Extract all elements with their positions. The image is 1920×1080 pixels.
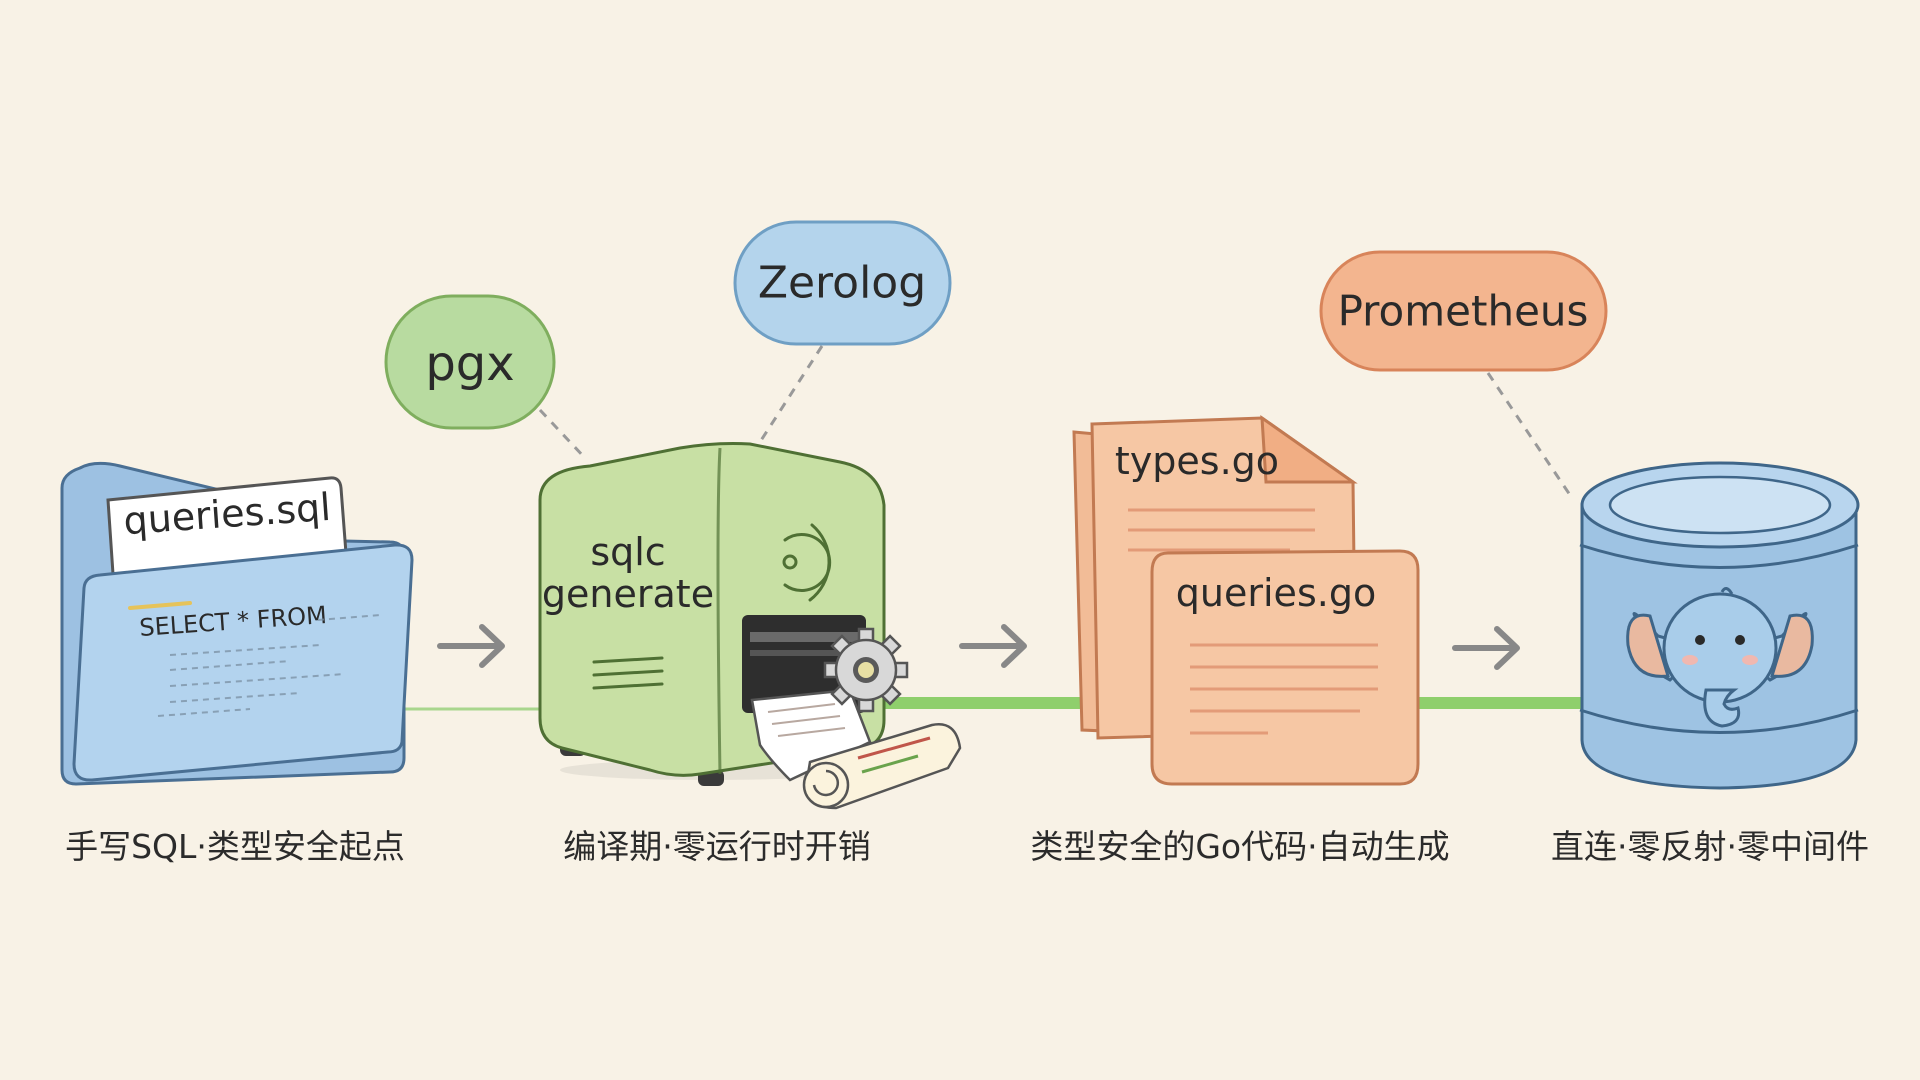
zerolog-text: Zerolog: [758, 258, 926, 309]
caption-machine: 编译期·零运行时开销: [563, 827, 871, 866]
prometheus-text: Prometheus: [1338, 287, 1589, 336]
queries-go-name: queries.go: [1176, 571, 1376, 615]
folder-icon: queries.sql SELECT * FROM: [60, 461, 414, 786]
prometheus-label: Prometheus: [1319, 250, 1608, 372]
sensor-icon: [782, 523, 832, 602]
database-icon: [1579, 461, 1860, 790]
caption-database: 直连·零反射·零中间件: [1551, 827, 1869, 866]
connector-prometheus: [1486, 372, 1574, 499]
arrow-right-icon: [1452, 626, 1520, 670]
postgres-elephant-icon: [1626, 587, 1814, 728]
connector-zerolog: [758, 345, 824, 443]
caption-files: 类型安全的Go代码·自动生成: [1030, 827, 1450, 866]
queries-go-file: queries.go: [1150, 549, 1420, 786]
caption-folder: 手写SQL·类型安全起点: [65, 827, 405, 866]
code-lines: [157, 614, 381, 717]
paper-output: [750, 688, 962, 810]
arrow-right-icon: [437, 624, 505, 668]
gear-icon: [823, 627, 909, 713]
sqlc-text: sqlc: [590, 530, 665, 574]
arrow-right-icon: [959, 624, 1027, 668]
types-go-name: types.go: [1115, 439, 1279, 483]
connector-pgx: [538, 408, 587, 460]
pgx-text: pgx: [425, 336, 514, 392]
printer-machine-icon: sqlc generate: [538, 442, 886, 786]
pgx-label: pgx: [384, 294, 556, 430]
generate-text: generate: [542, 572, 714, 616]
zerolog-label: Zerolog: [733, 220, 952, 346]
